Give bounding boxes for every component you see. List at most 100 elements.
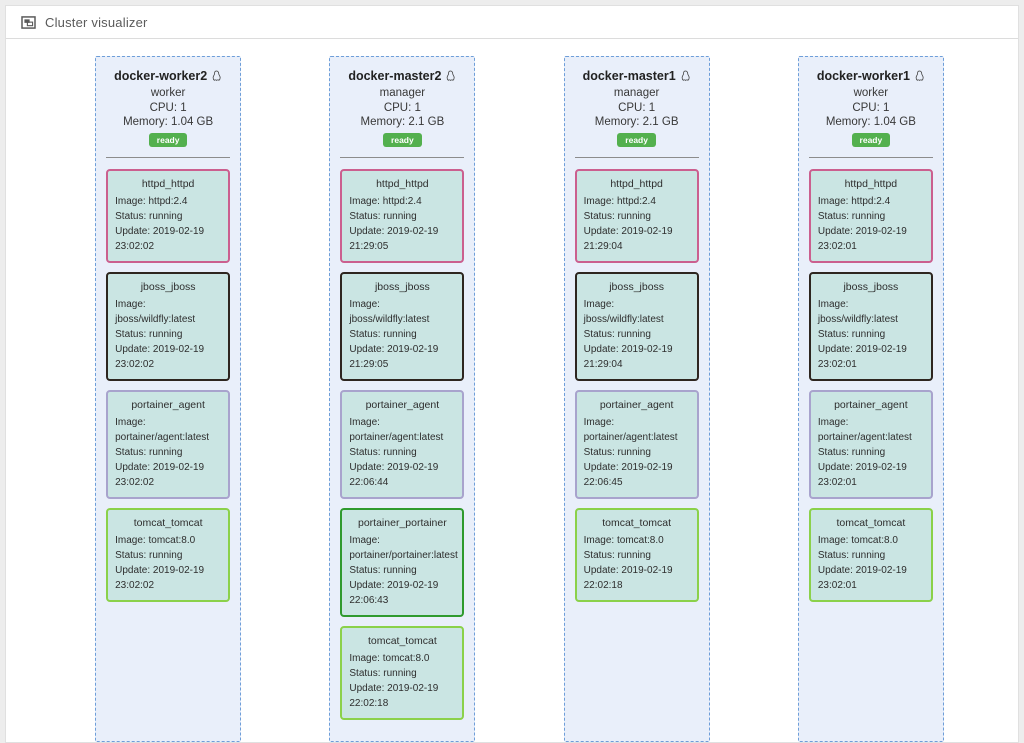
node-cpu: CPU: 1 — [149, 101, 187, 114]
task-update: Update: 2019-02-19 22:06:45 — [583, 461, 673, 488]
task-update: Update: 2019-02-19 22:06:44 — [349, 461, 439, 488]
task-status: Status: running — [583, 549, 651, 561]
task-image: Image: jboss/wildfly:latest — [583, 298, 664, 325]
task-name: portainer_agent — [131, 398, 205, 411]
panel-header: Cluster visualizer — [6, 6, 1018, 39]
task-update: Update: 2019-02-19 23:02:02 — [115, 343, 205, 370]
task-card: tomcat_tomcat Image: tomcat:8.0 Status: … — [340, 625, 465, 720]
task-card: jboss_jboss Image: jboss/wildfly:latest … — [106, 271, 231, 381]
node-memory: Memory: 1.04 GB — [825, 116, 916, 128]
task-status: Status: running — [583, 210, 651, 222]
task-name: jboss_jboss — [374, 280, 430, 293]
task-card: tomcat_tomcat Image: tomcat:8.0 Status: … — [574, 507, 699, 602]
task-card: portainer_agent Image: portainer/agent:l… — [340, 389, 465, 499]
task-card: httpd_httpd Image: httpd:2.4 Status: run… — [574, 168, 699, 263]
linux-icon — [680, 70, 691, 83]
node-name: docker-master2 — [348, 69, 442, 83]
node-header: docker-worker1 worker CPU: 1 Memory: 1.0… — [808, 69, 933, 158]
node-separator — [106, 156, 231, 158]
task-image: Image: httpd:2.4 — [115, 195, 188, 207]
task-status: Status: running — [115, 549, 183, 561]
node-title: docker-master1 — [575, 69, 699, 84]
task-image: Image: portainer/agent:latest — [817, 416, 912, 443]
task-name: tomcat_tomcat — [602, 516, 672, 529]
node-role: manager — [379, 87, 426, 99]
task-image: Image: jboss/wildfly:latest — [817, 298, 898, 325]
task-image: Image: jboss/wildfly:latest — [115, 298, 196, 325]
node-cpu: CPU: 1 — [852, 101, 890, 114]
task-card: httpd_httpd Image: httpd:2.4 Status: run… — [808, 168, 933, 263]
object-group-icon — [21, 15, 36, 29]
task-update: Update: 2019-02-19 23:02:01 — [817, 225, 907, 252]
task-update: Update: 2019-02-19 23:02:01 — [817, 343, 907, 370]
task-status: Status: running — [583, 446, 651, 458]
task-name: httpd_httpd — [610, 177, 663, 190]
node-cpu: CPU: 1 — [383, 101, 421, 114]
node-memory: Memory: 2.1 GB — [360, 116, 445, 128]
task-update: Update: 2019-02-19 23:02:02 — [115, 225, 205, 252]
task-image: Image: httpd:2.4 — [349, 195, 422, 207]
task-update: Update: 2019-02-19 23:02:02 — [115, 461, 205, 488]
task-status: Status: running — [349, 667, 417, 679]
node-header: docker-worker2 worker CPU: 1 Memory: 1.0… — [106, 69, 231, 158]
task-image: Image: portainer/agent:latest — [115, 416, 210, 443]
task-name: tomcat_tomcat — [133, 516, 203, 529]
task-update: Update: 2019-02-19 21:29:04 — [583, 225, 673, 252]
node-card: docker-worker2 worker CPU: 1 Memory: 1.0… — [95, 56, 242, 742]
task-status: Status: running — [817, 446, 886, 458]
task-name: httpd_httpd — [844, 177, 898, 190]
node-name: docker-worker1 — [816, 69, 910, 83]
panel-title: Cluster visualizer — [45, 14, 148, 30]
task-update: Update: 2019-02-19 21:29:04 — [583, 343, 673, 370]
node-memory: Memory: 1.04 GB — [123, 116, 214, 128]
linux-icon — [445, 70, 456, 83]
task-card: jboss_jboss Image: jboss/wildfly:latest … — [808, 271, 933, 381]
task-update: Update: 2019-02-19 23:02:02 — [115, 564, 205, 591]
node-role: worker — [853, 87, 889, 99]
linux-icon — [914, 70, 925, 83]
task-list: httpd_httpd Image: httpd:2.4 Status: run… — [574, 168, 699, 602]
node-card: docker-master1 manager CPU: 1 Memory: 2.… — [563, 56, 710, 742]
node-cpu: CPU: 1 — [618, 101, 656, 114]
task-card: portainer_agent Image: portainer/agent:l… — [574, 389, 699, 499]
task-name: portainer_portainer — [358, 516, 447, 529]
node-role: worker — [150, 87, 186, 99]
node-title: docker-worker2 — [106, 69, 230, 84]
task-status: Status: running — [817, 549, 886, 561]
task-image: Image: jboss/wildfly:latest — [349, 298, 430, 325]
task-status: Status: running — [349, 328, 417, 340]
node-status-badge: ready — [383, 133, 422, 147]
task-image: Image: portainer/agent:latest — [583, 416, 678, 443]
task-update: Update: 2019-02-19 23:02:01 — [817, 461, 907, 488]
task-update: Update: 2019-02-19 22:02:18 — [349, 682, 439, 709]
task-list: httpd_httpd Image: httpd:2.4 Status: run… — [808, 168, 933, 602]
task-card: jboss_jboss Image: jboss/wildfly:latest … — [574, 271, 699, 381]
task-status: Status: running — [817, 328, 886, 340]
task-image: Image: portainer/portainer:latest — [349, 534, 458, 561]
task-name: tomcat_tomcat — [836, 516, 906, 529]
task-card: portainer_agent Image: portainer/agent:l… — [106, 389, 231, 499]
node-separator — [574, 156, 699, 158]
task-image: Image: httpd:2.4 — [583, 195, 656, 207]
task-name: httpd_httpd — [141, 177, 195, 190]
node-separator — [808, 156, 933, 158]
task-name: portainer_agent — [365, 398, 440, 411]
task-name: portainer_agent — [599, 398, 674, 411]
node-name: docker-worker2 — [114, 69, 208, 83]
task-update: Update: 2019-02-19 21:29:05 — [349, 225, 439, 252]
node-header: docker-master1 manager CPU: 1 Memory: 2.… — [574, 69, 699, 158]
task-update: Update: 2019-02-19 22:06:43 — [349, 579, 439, 606]
nodes-row: docker-worker2 worker CPU: 1 Memory: 1.0… — [6, 39, 1018, 742]
task-card: tomcat_tomcat Image: tomcat:8.0 Status: … — [808, 507, 933, 602]
task-name: jboss_jboss — [609, 280, 665, 293]
node-status-badge: ready — [148, 133, 188, 147]
task-name: portainer_agent — [834, 398, 908, 411]
node-header: docker-master2 manager CPU: 1 Memory: 2.… — [340, 69, 465, 158]
task-name: tomcat_tomcat — [367, 634, 437, 647]
task-image: Image: httpd:2.4 — [817, 195, 891, 207]
task-card: httpd_httpd Image: httpd:2.4 Status: run… — [340, 168, 465, 263]
linux-icon — [211, 70, 222, 83]
node-title: docker-worker1 — [809, 69, 933, 84]
node-separator — [340, 156, 465, 158]
node-card: docker-worker1 worker CPU: 1 Memory: 1.0… — [797, 56, 944, 742]
